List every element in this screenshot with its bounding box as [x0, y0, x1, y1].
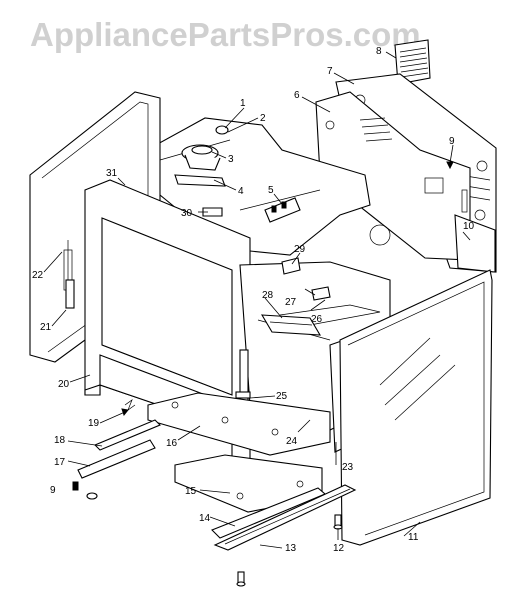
callout-16: 16 — [166, 438, 178, 449]
callout-7: 7 — [327, 66, 333, 77]
callout-20: 20 — [58, 379, 70, 390]
callout-22: 22 — [32, 270, 44, 281]
callout-25: 25 — [276, 391, 288, 402]
callout-14: 14 — [199, 513, 211, 524]
part-11-right-side-panel[interactable] — [339, 269, 493, 546]
part-29-clip[interactable] — [281, 257, 301, 275]
part-12-leveling-leg-bottom[interactable] — [236, 571, 246, 587]
callout-23: 23 — [342, 462, 354, 473]
part-28-element-bracket[interactable] — [261, 314, 321, 336]
leader-lines — [43, 51, 471, 549]
part-4-bracket[interactable] — [174, 174, 226, 187]
callout-18: 18 — [54, 435, 66, 446]
part-6-rear-wall[interactable] — [315, 91, 471, 261]
callout-30: 30 — [181, 208, 193, 219]
callout-29: 29 — [294, 244, 306, 255]
callout-15: 15 — [185, 486, 197, 497]
callout-10: 10 — [463, 221, 475, 232]
part-18-rail[interactable] — [94, 419, 161, 451]
callout-27: 27 — [285, 297, 297, 308]
part-17-rail[interactable] — [77, 439, 156, 479]
part-5-control-switch[interactable] — [264, 197, 301, 223]
callout-4: 4 — [238, 186, 244, 197]
callout-6: 6 — [294, 90, 300, 101]
callout-2: 2 — [260, 113, 266, 124]
callout-24: 24 — [286, 436, 298, 447]
callout-5: 5 — [268, 185, 274, 196]
part-10-rear-side-panel[interactable] — [454, 214, 496, 273]
callout-13: 13 — [285, 543, 297, 554]
part-9-leveling-leg[interactable] — [72, 481, 98, 500]
part-19-spring-clip[interactable] — [124, 399, 136, 411]
callout-labels: 1 2 3 4 5 6 7 8 9 10 11 12 13 14 15 16 1… — [32, 46, 475, 554]
part-27-connector[interactable] — [311, 286, 331, 301]
callout-8: 8 — [376, 46, 382, 57]
callout-17: 17 — [54, 457, 66, 468]
callout-19: 19 — [88, 418, 100, 429]
part-12-leveling-leg[interactable] — [333, 514, 343, 530]
part-30-clip[interactable] — [202, 207, 223, 217]
callout-12: 12 — [333, 543, 345, 554]
callout-28: 28 — [262, 290, 274, 301]
part-16-floor-panel[interactable] — [147, 392, 331, 456]
part-21-latch[interactable] — [65, 279, 75, 309]
callout-1: 1 — [240, 98, 246, 109]
part-8-vent-grille[interactable] — [394, 39, 431, 85]
callout-9-leg: 9 — [50, 485, 56, 496]
callout-9-rear: 9 — [449, 136, 455, 147]
callout-26: 26 — [311, 314, 323, 325]
part-3-heating-element[interactable] — [181, 144, 221, 171]
watermark-text: AppliancePartsPros.com — [30, 16, 421, 53]
callout-3: 3 — [228, 154, 234, 165]
callout-31: 31 — [106, 168, 118, 179]
callout-21: 21 — [40, 322, 52, 333]
callout-11: 11 — [408, 532, 419, 543]
part-13-base-rail[interactable] — [213, 484, 357, 551]
